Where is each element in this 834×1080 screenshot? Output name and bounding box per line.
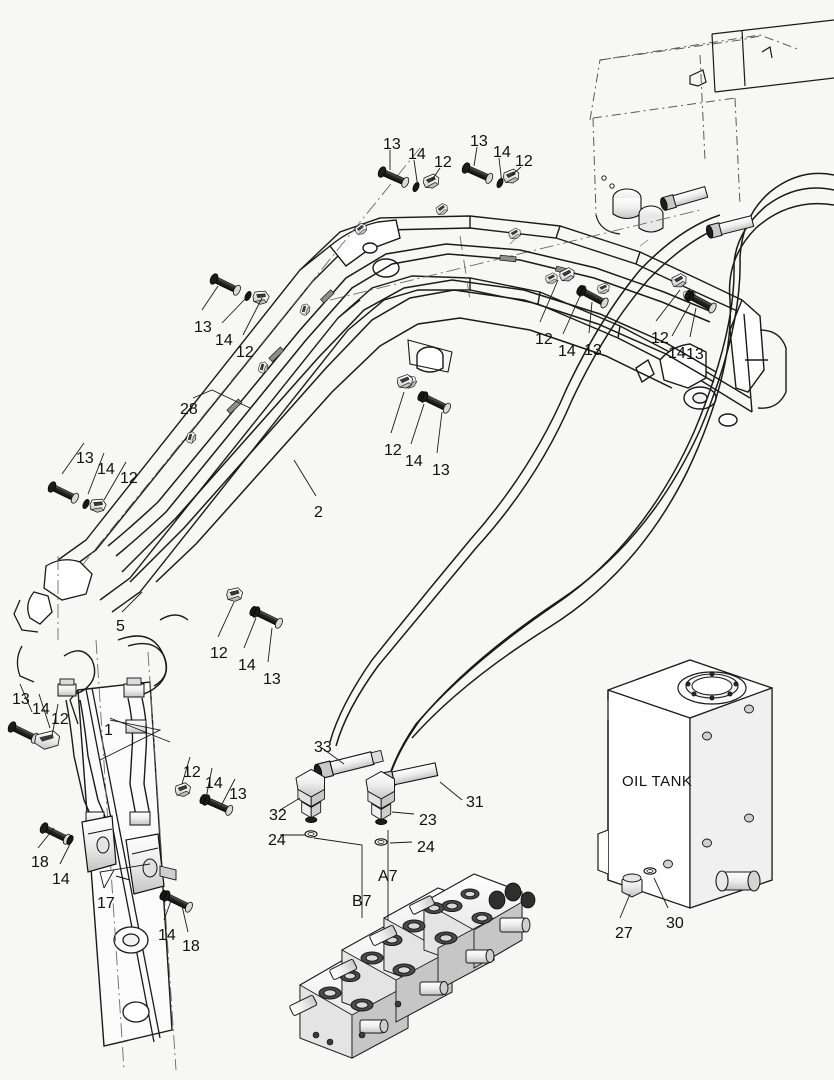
main-hose-runs [329, 172, 834, 775]
callout-14: 14 [97, 461, 115, 478]
callout-2: 2 [314, 504, 323, 521]
machine-upperstructure-outline [589, 34, 801, 216]
callout-33: 33 [314, 739, 332, 756]
callout-14: 14 [205, 775, 223, 792]
callout-12: 12 [384, 442, 402, 459]
callout-28: 28 [180, 401, 198, 418]
callout-14: 14 [558, 343, 576, 360]
o-ring-24-right [374, 838, 388, 846]
callout-13: 13 [229, 786, 247, 803]
callout-13: 13 [470, 133, 488, 150]
callout-14: 14 [52, 871, 70, 888]
callout-13: 13 [194, 319, 212, 336]
control-valve-block [289, 873, 536, 1059]
callout-13: 13 [383, 136, 401, 153]
callout-18: 18 [31, 854, 49, 871]
callout-12: 12 [535, 331, 553, 348]
callout-12: 12 [120, 470, 138, 487]
leader-lines [19, 146, 697, 933]
callout-30: 30 [666, 915, 684, 932]
boom-hose-lines [107, 243, 717, 583]
callout-13: 13 [263, 671, 281, 688]
callout-13: 13 [432, 462, 450, 479]
callout-31: 31 [466, 794, 484, 811]
oil-tank [597, 659, 773, 909]
callout-13: 13 [686, 346, 704, 363]
callout-14: 14 [238, 657, 256, 674]
machine-frame-solid [595, 19, 834, 235]
callout-13: 13 [76, 450, 94, 467]
callout-1: 1 [104, 722, 113, 739]
callout-13: 13 [584, 342, 602, 359]
callout-12: 12 [210, 645, 228, 662]
callout-12: 12 [434, 154, 452, 171]
callout-B7: B7 [352, 893, 372, 910]
callout-12: 12 [651, 330, 669, 347]
hose-couplings-frame [660, 186, 755, 239]
callout-A7: A7 [378, 868, 398, 885]
callout-14: 14 [158, 927, 176, 944]
callout-18: 18 [182, 938, 200, 955]
callout-24: 24 [417, 839, 435, 856]
callout-13: 13 [12, 691, 30, 708]
callout-17: 17 [97, 895, 115, 912]
fastener-group-i [6, 720, 60, 750]
hose-sleeves [226, 254, 573, 415]
callout-27: 27 [615, 925, 633, 942]
drain-plug-27 [621, 873, 643, 898]
callout-32: 32 [269, 807, 287, 824]
callout-14: 14 [493, 144, 511, 161]
hose-end-fittings-lower [57, 677, 177, 895]
frame-bosses [601, 175, 664, 233]
callout-14: 14 [668, 345, 686, 362]
o-ring-30 [643, 867, 657, 875]
callout-5: 5 [116, 618, 125, 635]
callout-14: 14 [215, 332, 233, 349]
detail-hatching [509, 237, 649, 720]
dipper-centerlines [57, 556, 177, 1071]
callout-12: 12 [51, 711, 69, 728]
callout-23: 23 [419, 812, 437, 829]
oil-tank-label: OIL TANK [622, 773, 693, 790]
o-ring-24-left [304, 830, 318, 838]
callout-14: 14 [408, 146, 426, 163]
callout-12: 12 [183, 764, 201, 781]
callout-12: 12 [236, 344, 254, 361]
callout-14: 14 [405, 453, 423, 470]
boom-centerlines [79, 147, 701, 569]
callout-24: 24 [268, 832, 286, 849]
callout-12: 12 [515, 153, 533, 170]
callout-14: 14 [32, 701, 50, 718]
